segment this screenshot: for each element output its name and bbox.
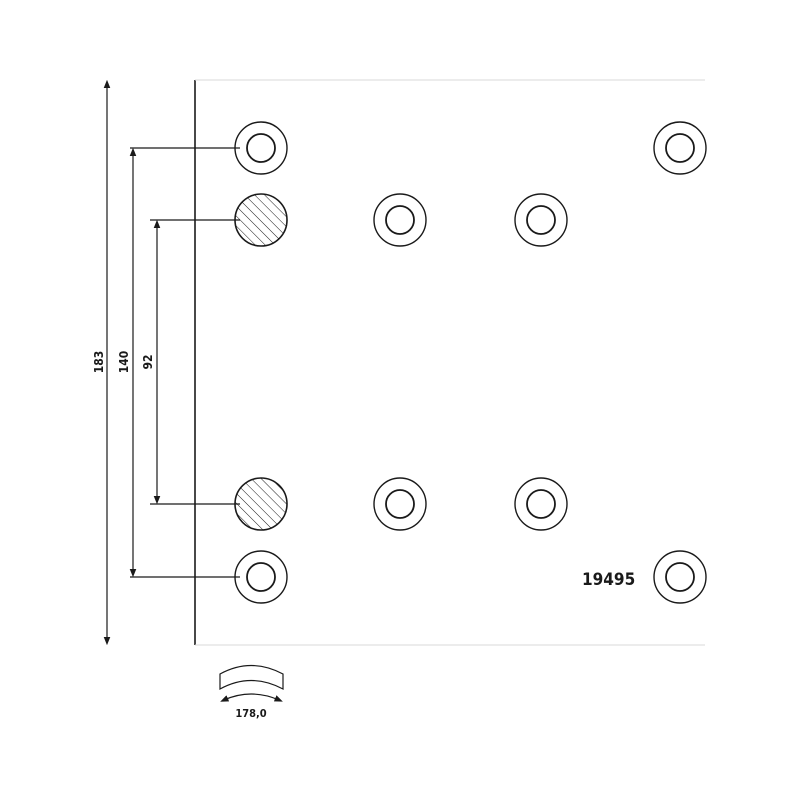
hatched-rivet-hole: [234, 477, 288, 531]
part-number: 19495: [582, 570, 635, 590]
overall-height-label: 183: [92, 351, 106, 374]
rivet-holes: [234, 121, 707, 604]
rivet-hole: [234, 550, 288, 604]
rivet-hole: [514, 477, 568, 531]
arc-width-symbol: 178,0: [219, 665, 284, 720]
rivet-hole: [514, 193, 568, 247]
rivet-hole: [653, 121, 707, 175]
rivet-hole: [373, 477, 427, 531]
arc-dimension-arrow: [220, 693, 283, 702]
arc-shape-icon: [219, 665, 284, 691]
arc-width-label: 178,0: [235, 707, 266, 720]
hatched-rivet-hole: [234, 193, 288, 247]
inner-spacing-label: 92: [141, 354, 155, 369]
rivet-hole: [234, 121, 288, 175]
rivet-hole: [653, 550, 707, 604]
rivet-hole: [373, 193, 427, 247]
outer-spacing-label: 140: [117, 351, 131, 374]
